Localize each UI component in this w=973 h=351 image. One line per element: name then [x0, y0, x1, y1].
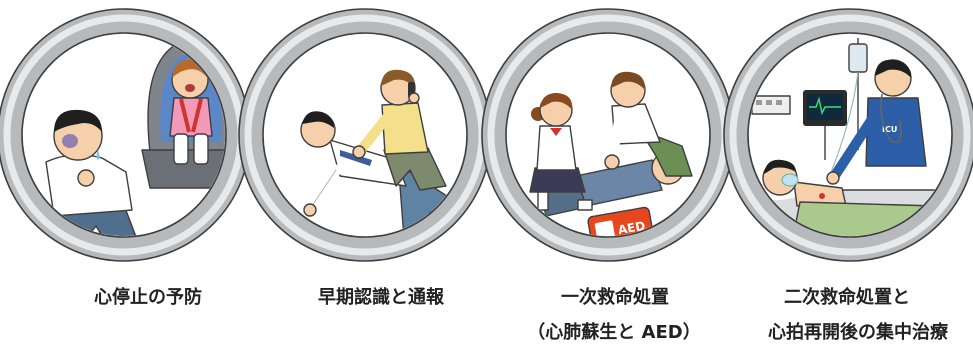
caption-bls-line1: 一次救命処置	[561, 287, 669, 308]
caller-arm	[356, 111, 393, 155]
lying-man-hair	[302, 111, 334, 128]
boy-arms	[607, 111, 625, 163]
ring-highlight	[729, 14, 971, 256]
wall-panel-button	[776, 100, 782, 105]
doctor-hand	[826, 171, 840, 185]
aed-case	[587, 206, 655, 236]
wall-panel-button	[756, 100, 762, 105]
caller-hair	[381, 69, 416, 88]
child	[169, 59, 213, 165]
patient-monitor	[803, 90, 847, 160]
man-pale-face	[62, 134, 78, 148]
doctor-shirt-label: ICU	[882, 125, 897, 134]
caption-als-line2: 心拍再開後の集中治療	[768, 322, 948, 343]
boy-hands-compressing	[604, 154, 620, 170]
caption-als-line1: 二次救命処置と	[784, 287, 910, 308]
caller-trousers	[383, 147, 447, 191]
patient-torso	[575, 159, 663, 207]
caller-hand	[352, 145, 366, 159]
lying-man-tie	[340, 150, 372, 166]
collapsing-man	[45, 109, 139, 236]
child-left-leg	[173, 133, 189, 165]
caption-prevention: 心停止の予防	[94, 287, 202, 308]
lying-man	[300, 111, 464, 236]
ecg-electrode	[819, 193, 825, 199]
ring-outer-edge	[723, 8, 973, 262]
caption-recognition: 早期認識と通報	[318, 287, 444, 308]
doctor-hair	[875, 59, 911, 78]
ring-inner-face	[505, 32, 711, 238]
child-mouth	[185, 84, 195, 92]
caption-bls-line2: （心肺蘇生と AED）	[527, 322, 701, 343]
iv-tube	[829, 71, 859, 176]
girl-hair	[540, 92, 573, 110]
girl-ribbon	[550, 128, 562, 136]
child-shirt	[169, 97, 213, 137]
caller-man	[352, 69, 447, 191]
girl-rescuer	[529, 92, 586, 211]
man-hand-on-chest	[77, 169, 95, 187]
lying-man-arm	[306, 164, 342, 212]
sweat-drop-icon	[96, 150, 100, 160]
man-hair	[54, 109, 102, 132]
caller-phone-hand	[408, 92, 420, 104]
boy-rescuer	[604, 71, 693, 177]
icu-patient-hair	[764, 159, 796, 174]
child-harness	[179, 98, 203, 133]
child-right-leg	[193, 133, 209, 165]
wall-panel-button	[766, 100, 772, 105]
iv-bag	[848, 43, 868, 73]
girl-skirt	[529, 167, 586, 193]
stethoscope-icon	[880, 93, 902, 144]
icu-doctor: ICU	[826, 59, 927, 185]
illustration-basic-life-support: AED	[529, 71, 693, 236]
oxygen-mask	[781, 173, 799, 187]
ring-2	[238, 8, 492, 262]
aed-pad	[577, 199, 593, 211]
illustration-recognition	[300, 69, 464, 236]
boy-hair	[611, 71, 646, 90]
wall-device	[751, 95, 791, 115]
doctor-arm	[831, 111, 879, 179]
lying-man-hand	[303, 203, 317, 217]
ecg-trace	[809, 96, 841, 116]
